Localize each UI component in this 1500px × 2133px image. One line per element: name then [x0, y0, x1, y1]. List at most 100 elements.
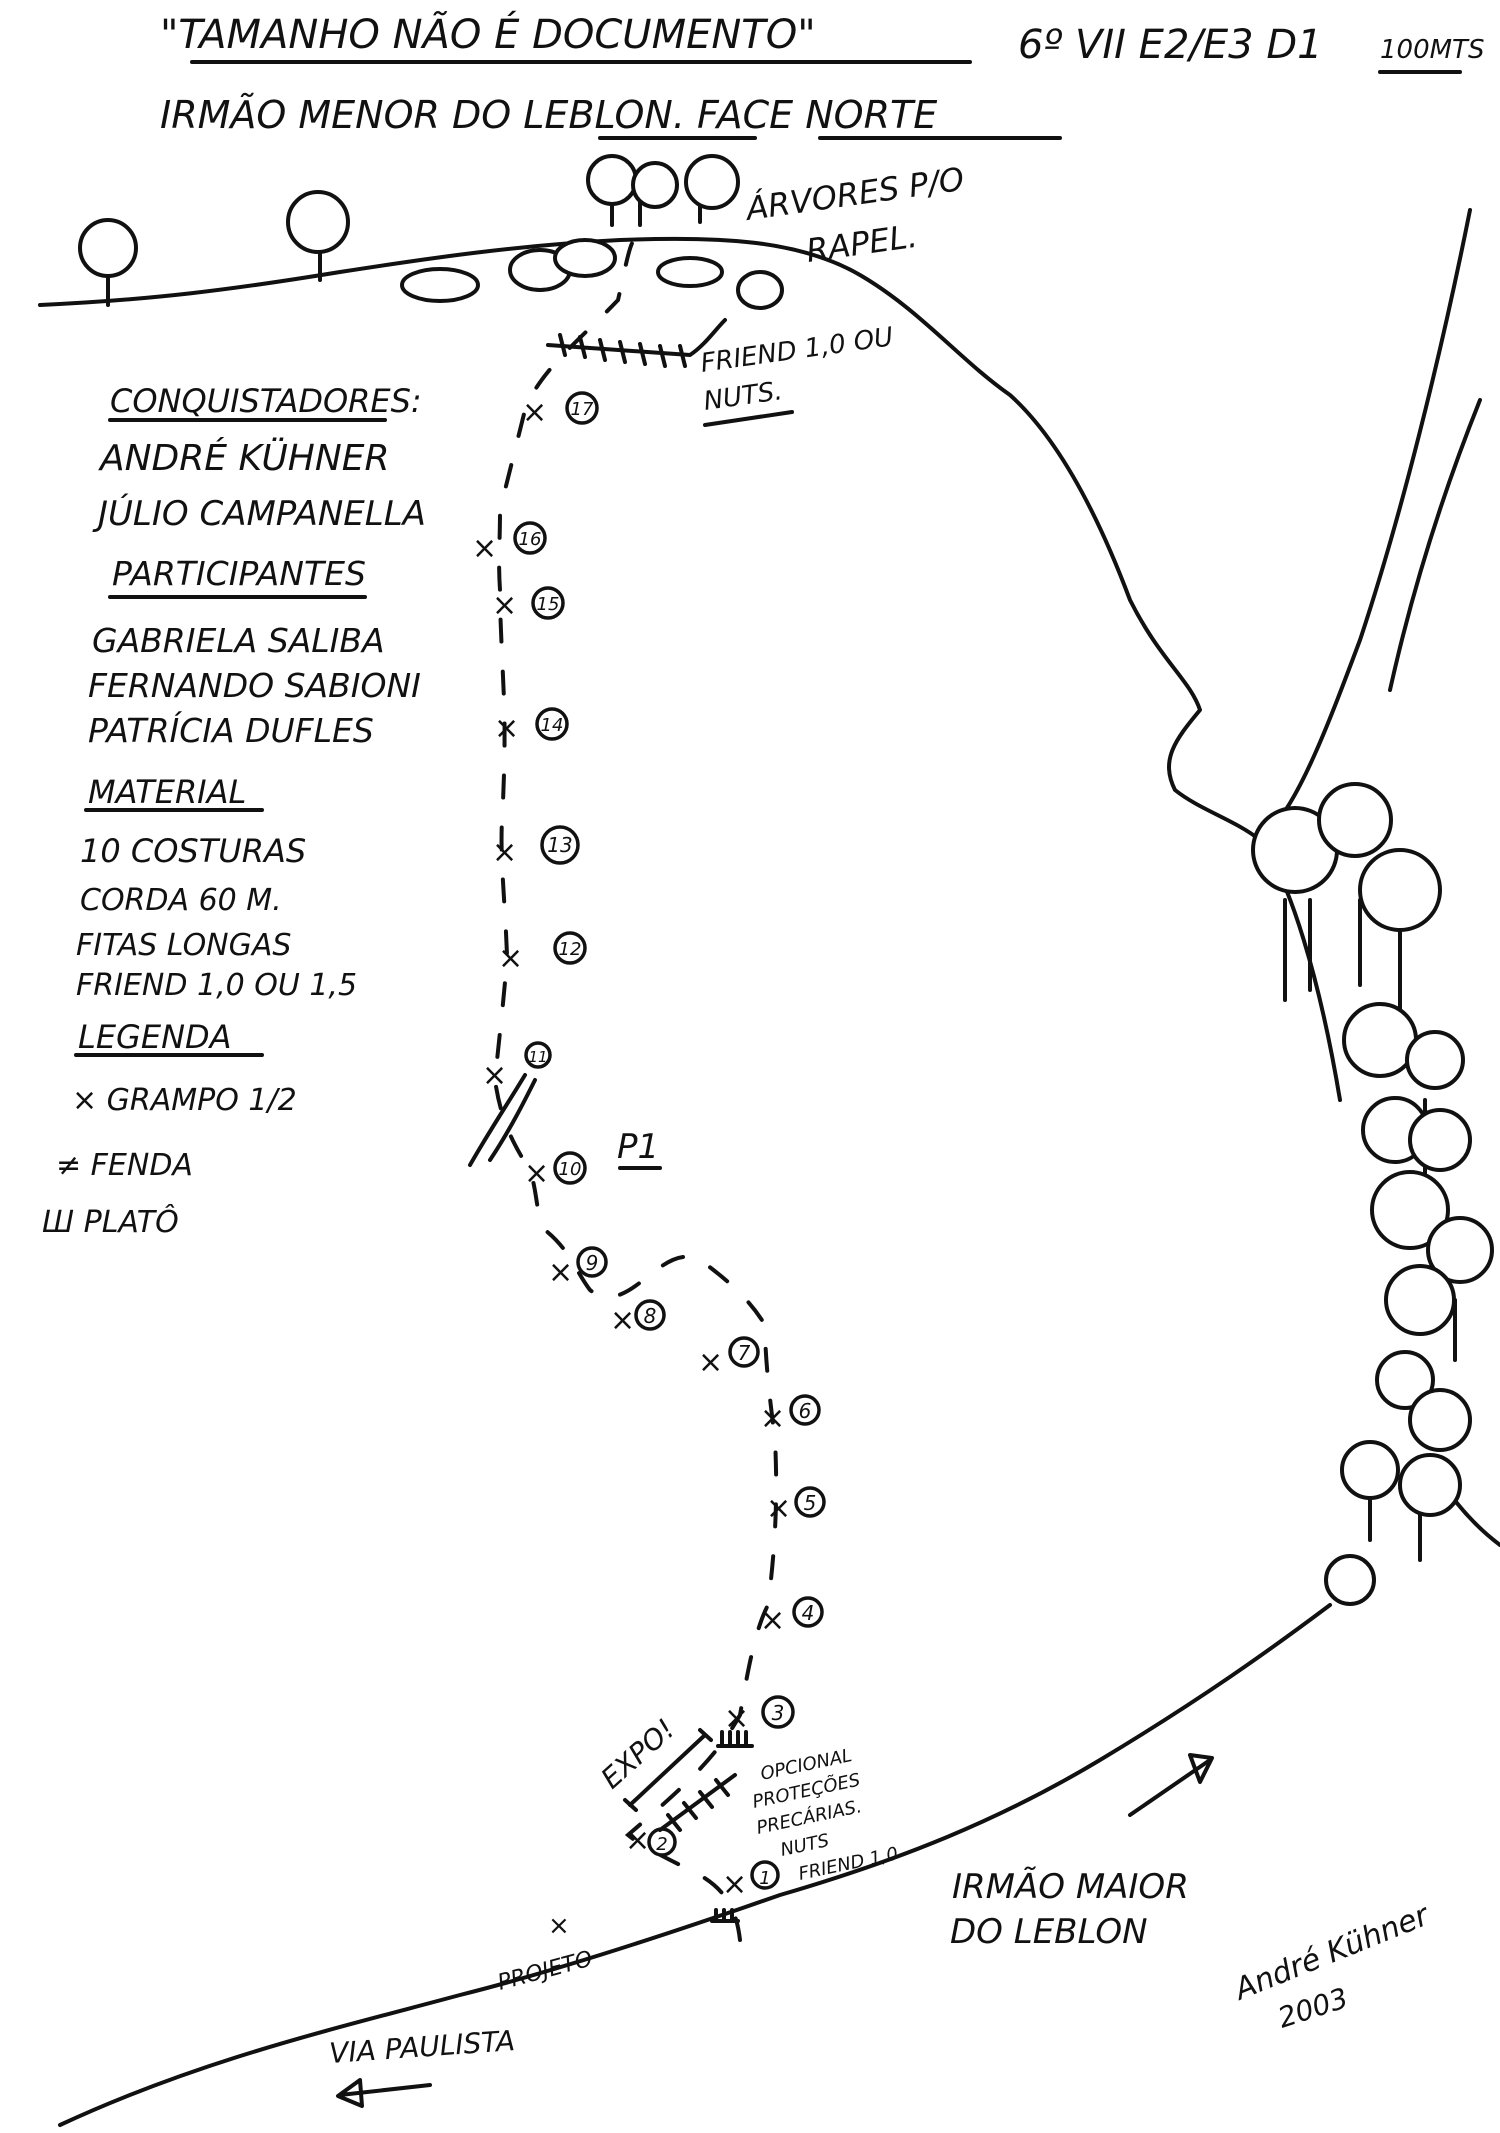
svg-text:8: 8	[644, 1304, 657, 1328]
route-location: IRMÃO MENOR DO LEBLON. FACE NORTE	[160, 93, 937, 137]
trees	[78, 154, 1494, 1606]
svg-text:10: 10	[559, 1159, 582, 1180]
svg-text:×: ×	[548, 1911, 570, 1941]
svg-text:17: 17	[571, 399, 594, 420]
svg-text:×: ×	[482, 1058, 507, 1093]
route-grade: 6º VII E2/E3 D1	[1018, 22, 1323, 68]
participantes-title: PARTICIPANTES	[112, 554, 366, 593]
svg-text:×: ×	[548, 1255, 573, 1290]
friend-top-label-1: FRIEND 1,0 OU	[699, 322, 895, 379]
expo-bracket	[623, 1728, 713, 1812]
svg-text:×: ×	[698, 1345, 723, 1380]
dihedral-crack-1	[468, 1073, 527, 1167]
dihedral-crack-2	[488, 1078, 537, 1162]
material-2: CORDA 60 M.	[80, 883, 282, 918]
svg-text:×: ×	[494, 711, 519, 746]
irmao-maior-label-1: IRMÃO MAIOR	[952, 1867, 1189, 1907]
svg-text:1: 1	[759, 1868, 770, 1889]
bolt-13: × 13	[492, 825, 580, 870]
bolt-10: × 10	[524, 1151, 587, 1191]
trees-rappel-label-2: RAPEL.	[804, 217, 920, 270]
base-ridge-line	[58, 1603, 1332, 2127]
material-1: 10 COSTURAS	[80, 832, 306, 870]
participante-2: FERNANDO SABIONI	[88, 666, 421, 705]
annotations: ÁRVORES P/O RAPEL. FRIEND 1,0 OU NUTS. P…	[328, 160, 1214, 2108]
route-features	[468, 318, 754, 1923]
bolt-15: × 15	[492, 586, 565, 623]
bolt-17: × 17	[522, 391, 599, 430]
expo-label: EXPO!	[595, 1712, 682, 1795]
top-crack-fenda	[546, 318, 727, 357]
belay-p1-label: P1	[617, 1127, 659, 1167]
via-paulista-label: VIA PAULISTA	[328, 2024, 516, 2070]
svg-text:11: 11	[528, 1048, 547, 1066]
route-length: 100MTS	[1380, 35, 1484, 65]
legenda-fenda: ≠ FENDA	[56, 1148, 193, 1183]
arrow-left-icon	[336, 2078, 432, 2108]
bolt-6: × 6	[760, 1394, 821, 1436]
plato-ledge-icon	[716, 1730, 754, 1748]
svg-text:×: ×	[524, 1156, 549, 1191]
tree-icon	[78, 218, 138, 307]
bolts: × 1 × 2 × 3 × 4 × 5 × 6 ×	[472, 391, 826, 1902]
svg-text:6: 6	[799, 1399, 812, 1423]
route-line	[492, 238, 779, 1942]
bolt-16: × 16	[472, 521, 547, 566]
friend-top-underline	[703, 410, 794, 427]
bolt-5: × 5	[766, 1486, 826, 1526]
svg-text:2: 2	[656, 1834, 667, 1855]
svg-text:×: ×	[625, 1823, 650, 1858]
bolt-4: × 4	[760, 1596, 824, 1638]
material-3: FITAS LONGAS	[76, 928, 291, 963]
tree-icon	[286, 190, 350, 282]
route-name: "TAMANHO NÃO É DOCUMENTO"	[160, 10, 816, 58]
svg-text:5: 5	[804, 1491, 817, 1515]
bolt-3: × 3	[724, 1695, 795, 1736]
conquistador-1: ANDRÉ KÜHNER	[98, 437, 390, 479]
conquistador-2: JÚLIO CAMPANELLA	[92, 493, 426, 534]
svg-text:×: ×	[722, 1867, 747, 1902]
right-gully-line-2	[1388, 398, 1482, 692]
svg-text:×: ×	[610, 1303, 635, 1338]
summit-ridge-line	[38, 236, 1342, 1102]
bolt-12: × 12	[498, 931, 587, 976]
svg-text:12: 12	[559, 939, 582, 960]
lower-crack-ticks	[666, 1778, 730, 1832]
participante-3: PATRÍCIA DUFLES	[88, 710, 374, 750]
svg-text:×: ×	[498, 941, 523, 976]
bolt-1: × 1	[722, 1860, 780, 1902]
signature: André Kühner 2003	[1228, 1897, 1435, 2034]
participante-1: GABRIELA SALIBA	[92, 621, 385, 660]
bolt-8: × 8	[610, 1299, 666, 1338]
bolt-7: × 7	[698, 1336, 760, 1380]
svg-text:×: ×	[522, 395, 547, 430]
svg-text:×: ×	[760, 1401, 785, 1436]
svg-text:15: 15	[537, 594, 560, 615]
legenda-grampo: × GRAMPO 1/2	[72, 1083, 297, 1118]
svg-text:3: 3	[772, 1701, 785, 1725]
svg-text:×: ×	[492, 588, 517, 623]
optional-label-4: NUTS	[779, 1830, 831, 1861]
material-4: FRIEND 1,0 OU 1,5	[76, 968, 357, 1003]
info-column: CONQUISTADORES: ANDRÉ KÜHNER JÚLIO CAMPA…	[42, 382, 426, 1240]
bolt-14: × 14	[494, 707, 569, 746]
summit-trees-icon	[586, 154, 740, 227]
svg-text:×: ×	[472, 531, 497, 566]
legenda-plato: Ш PLATÔ	[42, 1203, 179, 1240]
svg-text:7: 7	[738, 1341, 751, 1365]
legenda-title: LEGENDA	[78, 1018, 232, 1056]
projeto-label: PROJETO	[495, 1947, 595, 1996]
bolt-9: × 9	[548, 1246, 608, 1290]
irmao-maior-label-2: DO LEBLON	[950, 1912, 1148, 1952]
bolt-2: × 2	[625, 1823, 677, 1858]
header: "TAMANHO NÃO É DOCUMENTO" 6º VII E2/E3 D…	[160, 10, 1484, 140]
material-title: MATERIAL	[88, 773, 246, 811]
conquistadores-title: CONQUISTADORES:	[110, 382, 422, 420]
friend-top-label-2: NUTS.	[702, 376, 785, 417]
arrow-up-right-icon	[1128, 1753, 1214, 1817]
svg-text:9: 9	[586, 1251, 599, 1275]
svg-text:×: ×	[760, 1603, 785, 1638]
svg-text:4: 4	[802, 1601, 815, 1625]
terrain	[38, 208, 1500, 2127]
